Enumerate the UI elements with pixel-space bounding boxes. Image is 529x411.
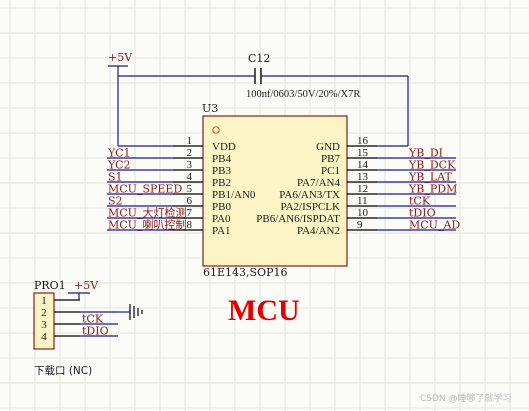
net-label: YB_PDM [408, 183, 457, 196]
connector-pins: 123 tCK 4 tDIO [41, 295, 118, 343]
capacitor-value: 100nf/0603/50V/20%/X7R [246, 89, 360, 100]
pin-name: PB2 [212, 177, 231, 189]
pin-number: 2 [41, 307, 47, 319]
connector-caption: 下载口 (NC) [34, 365, 92, 377]
pin-name: PB7 [321, 153, 340, 165]
connector-ref: PRO1 [34, 279, 66, 292]
pin-name: PB3 [212, 165, 231, 177]
pin-name: PA6/AN3/TX [279, 189, 340, 201]
capacitor-ref: C12 [248, 52, 270, 65]
pin-number: 8 [187, 219, 193, 231]
net-label: YC2 [107, 159, 130, 172]
net-label: tCK [409, 195, 431, 208]
net-label: YB_LAT [408, 171, 452, 184]
connector-pin-4: 4 tDIO [41, 325, 118, 343]
pin-number: 13 [357, 171, 369, 183]
pin-name: PB1/AN0 [212, 189, 256, 201]
net-label: S2 [108, 195, 123, 208]
net-label: MCU_SPEED [108, 183, 182, 196]
net-label: S1 [108, 171, 123, 184]
pin1-marker [212, 126, 220, 134]
net-label: YB_DI [408, 147, 443, 160]
pin-number: 1 [187, 135, 193, 147]
pin-number: 1 [41, 295, 47, 307]
net-label: YB_DCK [408, 159, 456, 172]
pin-number: 11 [357, 195, 368, 207]
pin-name: GND [316, 141, 340, 153]
pin-number: 2 [187, 147, 193, 159]
net-label: tDIO [82, 325, 109, 338]
net-label: tCK [82, 313, 104, 326]
net-label: tDIO [409, 207, 436, 220]
pin-name: PB0 [212, 201, 231, 213]
connector-power-label: +5V [74, 279, 99, 292]
pin-number: 3 [41, 319, 47, 331]
pin-name: PA0 [212, 213, 231, 225]
pin-name: PA1 [212, 225, 231, 237]
pin-number: 12 [357, 183, 368, 195]
net-label: YC1 [107, 147, 130, 160]
pin-name: PB4 [212, 153, 231, 165]
pin-name: VDD [212, 141, 236, 153]
pin-number: 14 [357, 159, 369, 171]
pin-number: 6 [187, 195, 193, 207]
pin-number: 15 [357, 147, 369, 159]
pin-number: 16 [357, 135, 369, 147]
net-label: MCU_喇叭控制 [108, 218, 186, 232]
ic-part: 61E143,SOP16 [203, 266, 287, 279]
pin-number: 4 [41, 331, 47, 343]
pin-name: PA7/AN4 [297, 177, 340, 189]
pin-number: 3 [187, 159, 193, 171]
pin-number: 5 [187, 183, 193, 195]
pin-number: 10 [357, 207, 369, 219]
pin-name: PA4/AN2 [297, 225, 340, 237]
schematic-title: MCU [228, 294, 300, 327]
power-label: +5V [108, 51, 133, 64]
pin-number: 9 [357, 219, 363, 231]
pin-name: PA2/ISPCLK [280, 201, 340, 213]
net-label: MCU_大灯检测 [108, 206, 186, 220]
watermark: CSDN @睡够了就学习 [420, 392, 512, 404]
connector-body [33, 292, 55, 350]
connector-pin-2: 2 [41, 307, 118, 319]
ic-body [202, 115, 348, 267]
pin-number: 4 [187, 171, 193, 183]
connector-pin-3: 3 tCK [41, 313, 118, 331]
ic-ref: U3 [202, 102, 218, 115]
pin-number: 7 [187, 207, 193, 219]
pin-name: PC1 [321, 165, 340, 177]
net-label: MCU_AD [409, 219, 460, 232]
pin-name: PB6/AN6/ISPDAT [256, 213, 340, 225]
